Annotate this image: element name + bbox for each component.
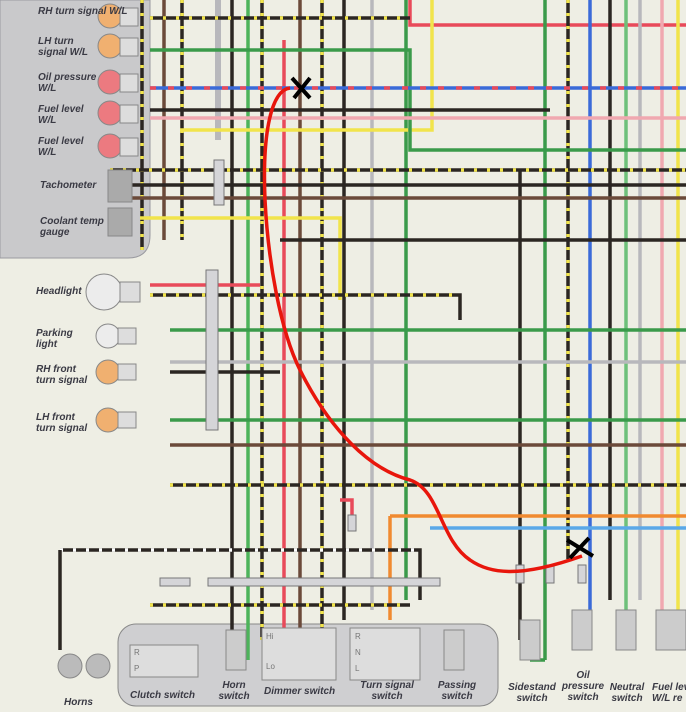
turn-pos-n: N [355,648,361,657]
annotation-red-path [262,86,583,574]
dimmer-pos-hi: Hi [266,632,274,641]
label-fuel-level-relay: Fuel lev W/L re [652,682,686,704]
label-tachometer: Tachometer [40,180,97,191]
label-clutch-switch: Clutch switch [130,690,196,701]
label-sidestand-switch: Sidestand switch [508,682,556,704]
turn-pos-l: L [355,664,360,673]
label-horn-switch: Horn switch [218,680,250,702]
label-oil-pressure-switch: Oil pressure switch [561,670,605,703]
label-passing-switch: Passing switch [437,680,477,702]
label-neutral-switch: Neutral switch [609,682,645,704]
label-turn-signal-switch: Turn signal switch [360,680,414,702]
clutch-pos-p: P [134,664,140,673]
x-mark-icon [290,76,312,100]
clutch-pos-r: R [134,648,140,657]
label-lh-front-turn: LH front turn signal [36,412,88,434]
connectors [159,159,587,587]
x-mark-icon [565,536,595,560]
wires [58,0,686,662]
label-headlight: Headlight [36,286,82,297]
label-dimmer-switch: Dimmer switch [264,686,336,697]
label-coolant-temp-gauge: Coolant temp gauge [40,216,104,238]
dimmer-pos-lo: Lo [266,662,275,671]
turn-pos-r: R [355,632,361,641]
label-lh-turn-wl: LH turn signal W/L [38,36,88,58]
label-fuel-level-wl: Fuel level W/L [38,136,84,158]
label-fuel-level-wl: Fuel level W/L [38,104,84,126]
label-oil-pressure-wl: Oil pressure W/L [38,72,97,94]
label-rh-front-turn: RH front turn signal [36,364,88,386]
label-rh-turn-wl: RH turn signal W/L [38,6,128,17]
label-parking-light: Parking light [36,328,73,350]
label-horns: Horns [64,697,93,708]
bulbs [57,3,686,681]
